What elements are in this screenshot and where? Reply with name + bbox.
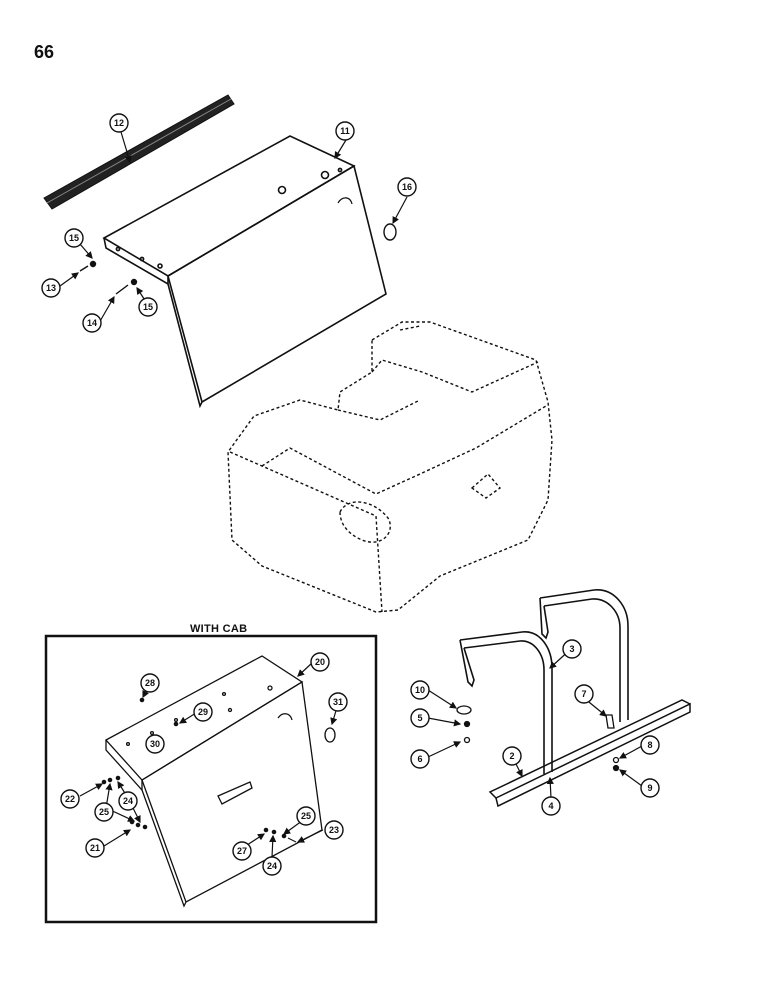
page-number: 66 bbox=[34, 42, 55, 62]
callout-30-label: 30 bbox=[150, 739, 160, 749]
callout-16-circle bbox=[397, 177, 417, 197]
tank-strap-part bbox=[459, 589, 629, 774]
callout-8-circle bbox=[640, 735, 660, 755]
callout-6-circle bbox=[410, 749, 430, 769]
hood-panel-part bbox=[102, 135, 387, 409]
callout-3-label: 3 bbox=[569, 644, 574, 654]
callout-10-label: 10 bbox=[415, 685, 425, 695]
callout-5-circle bbox=[410, 708, 430, 728]
callout-22-circle bbox=[60, 789, 80, 809]
callout-10-circle bbox=[410, 680, 430, 700]
callout-27-circle bbox=[232, 841, 252, 861]
inset-title: WITH CAB bbox=[190, 623, 248, 635]
callout-circles bbox=[41, 113, 660, 876]
cab-panel-part bbox=[104, 655, 323, 908]
callout-24a-label: 24 bbox=[123, 796, 133, 806]
callout-13-label: 13 bbox=[46, 283, 56, 293]
strap-hardware bbox=[456, 705, 620, 772]
callout-12-circle bbox=[109, 113, 129, 133]
callout-15b-label: 15 bbox=[143, 302, 153, 312]
callout-3-circle bbox=[562, 639, 582, 659]
callout-15a-circle bbox=[64, 228, 84, 248]
callout-25b-circle bbox=[296, 806, 316, 826]
callout-25a-label: 25 bbox=[99, 807, 109, 817]
callout-24a-circle bbox=[118, 791, 138, 811]
callout-24b-label: 24 bbox=[267, 861, 277, 871]
callout-20-circle bbox=[310, 652, 330, 672]
callout-5-label: 5 bbox=[417, 713, 422, 723]
callout-22-label: 22 bbox=[65, 794, 75, 804]
callout-13-circle bbox=[41, 278, 61, 298]
callout-24b-circle bbox=[262, 856, 282, 876]
inset-frame bbox=[44, 634, 378, 924]
callout-23-circle bbox=[324, 820, 344, 840]
hood-fasteners bbox=[79, 260, 138, 295]
callout-25a-circle bbox=[94, 802, 114, 822]
callout-2-label: 2 bbox=[509, 751, 514, 761]
callout-labels: 12 11 16 15 13 14 15 3 10 5 6 7 2 4 8 9 … bbox=[46, 118, 653, 871]
callout-31-label: 31 bbox=[333, 697, 343, 707]
callout-14-circle bbox=[82, 313, 102, 333]
callout-4-label: 4 bbox=[548, 801, 553, 811]
weather-strip-part bbox=[43, 94, 235, 210]
cab-plug-part bbox=[324, 727, 336, 743]
callout-7-label: 7 bbox=[581, 689, 586, 699]
callout-11-label: 11 bbox=[340, 126, 350, 136]
callout-20-label: 20 bbox=[315, 657, 325, 667]
callout-11-circle bbox=[335, 121, 355, 141]
callout-28-label: 28 bbox=[145, 678, 155, 688]
callout-15a-label: 15 bbox=[69, 233, 79, 243]
mounting-rail-part bbox=[488, 699, 691, 808]
callout-23-label: 23 bbox=[329, 825, 339, 835]
plug-part bbox=[383, 223, 397, 241]
callout-4-circle bbox=[541, 796, 561, 816]
callout-25b-label: 25 bbox=[301, 811, 311, 821]
callout-21-circle bbox=[85, 838, 105, 858]
callout-7-circle bbox=[574, 684, 594, 704]
callout-2-circle bbox=[502, 746, 522, 766]
callout-6-label: 6 bbox=[417, 754, 422, 764]
callout-21-label: 21 bbox=[90, 843, 100, 853]
callout-28-circle bbox=[140, 673, 160, 693]
callout-12-label: 12 bbox=[114, 118, 124, 128]
fuel-tank-outline bbox=[227, 321, 553, 613]
callout-30-circle bbox=[145, 734, 165, 754]
callout-15b-circle bbox=[138, 297, 158, 317]
callout-27-label: 27 bbox=[237, 846, 247, 856]
callout-16-label: 16 bbox=[402, 182, 412, 192]
callout-9-circle bbox=[640, 778, 660, 798]
callout-9-label: 9 bbox=[647, 783, 652, 793]
callout-31-circle bbox=[328, 692, 348, 712]
callout-29-circle bbox=[193, 702, 213, 722]
callout-14-label: 14 bbox=[87, 318, 97, 328]
callout-29-label: 29 bbox=[198, 707, 208, 717]
callout-8-label: 8 bbox=[647, 740, 652, 750]
